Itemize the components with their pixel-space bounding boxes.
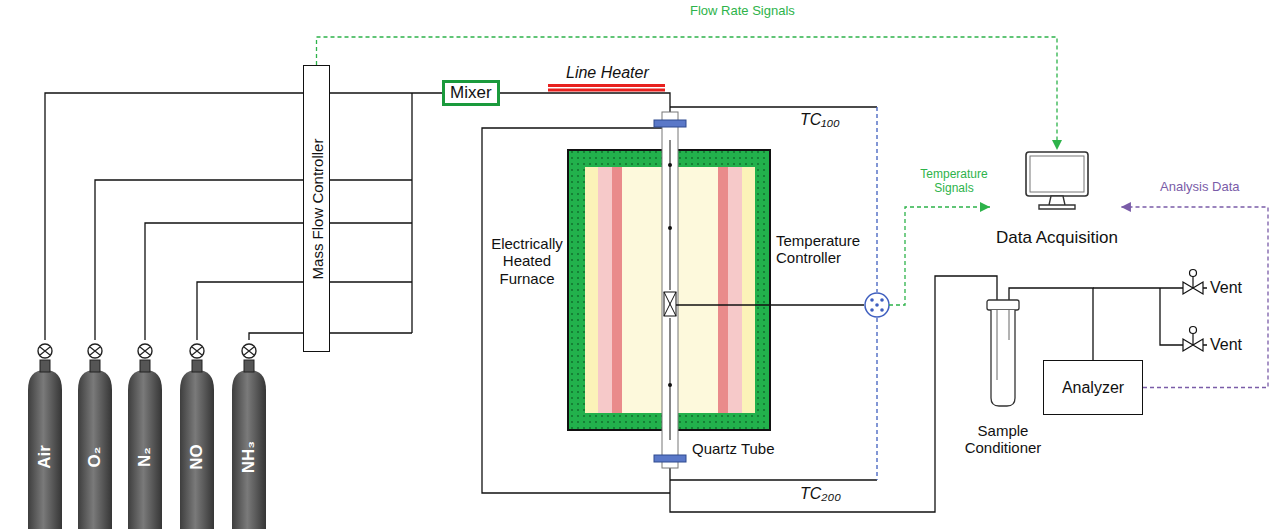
cylinder-shape bbox=[128, 340, 162, 529]
cylinder-body bbox=[78, 370, 112, 529]
mass-flow-controller: Mass Flow Controller bbox=[303, 65, 330, 352]
cylinder-shape bbox=[78, 340, 112, 529]
tube-label: Quartz Tube bbox=[692, 440, 775, 457]
gas-line bbox=[45, 93, 303, 340]
cylinder-valve-mark bbox=[40, 347, 50, 355]
gas-line bbox=[330, 92, 442, 93]
bottle-shape bbox=[983, 300, 1023, 410]
monitor-screen bbox=[1030, 156, 1084, 192]
controller-label: Temperature Controller bbox=[776, 232, 868, 267]
gas-bus-lines bbox=[330, 93, 1207, 512]
cylinder-valve-mark bbox=[140, 347, 150, 355]
cylinder-valve bbox=[138, 344, 152, 358]
cylinder-valve-mark bbox=[192, 347, 202, 355]
gas-name: NO bbox=[187, 444, 207, 470]
node-label: Data Acquisition bbox=[996, 228, 1118, 248]
cylinder-shape bbox=[28, 340, 62, 529]
bottle-body bbox=[991, 310, 1015, 406]
mixer-box: Mixer bbox=[442, 80, 500, 106]
cylinder-shape bbox=[232, 340, 266, 529]
cylinder-valve-mark bbox=[90, 347, 100, 355]
gas-cylinder: NH₃ bbox=[232, 340, 266, 529]
gas-cylinder: Air bbox=[28, 340, 62, 529]
gas-name: O₂ bbox=[85, 447, 105, 468]
vent-label: Vent bbox=[1210, 279, 1242, 297]
heater-label: Line Heater bbox=[566, 64, 649, 82]
furnace-label: Electrically Heated Furnace bbox=[487, 235, 567, 287]
caption-holder: Data Acquisition bbox=[993, 228, 1121, 248]
cylinder-valve bbox=[38, 344, 52, 358]
signal-line bbox=[1121, 207, 1268, 388]
gas-name: NH₃ bbox=[239, 441, 259, 473]
node-label: Mass Flow Controller bbox=[308, 138, 325, 279]
gas-line bbox=[95, 180, 303, 340]
gas-cylinder: O₂ bbox=[78, 340, 112, 529]
cylinder-valve bbox=[190, 344, 204, 358]
node-label: Analyzer bbox=[1062, 379, 1124, 397]
gas-line bbox=[197, 282, 303, 340]
thermocouple-label: TC₂₀₀ bbox=[800, 485, 841, 503]
gas-line bbox=[1009, 288, 1093, 360]
gas-name: Air bbox=[35, 445, 55, 469]
quartz-tube bbox=[654, 112, 864, 468]
cylinder-body bbox=[232, 370, 266, 529]
analyzer-box: Analyzer bbox=[1043, 360, 1143, 415]
cylinder-body bbox=[28, 370, 62, 529]
cylinder-neck bbox=[244, 360, 254, 372]
monitor-frame bbox=[1026, 152, 1088, 196]
cylinder-neck bbox=[140, 360, 150, 372]
temperature-connector bbox=[865, 293, 889, 317]
node-label: Mixer bbox=[450, 83, 492, 103]
cylinder-valve bbox=[242, 344, 256, 358]
gas-cylinder: N₂ bbox=[128, 340, 162, 529]
bottle-tubes bbox=[997, 310, 1009, 380]
cylinder-neck bbox=[192, 360, 202, 372]
vent-valves bbox=[1183, 270, 1203, 352]
signal-label: Flow Rate Signals bbox=[690, 4, 795, 19]
bottle-cap bbox=[987, 300, 1019, 310]
gas-cylinder: NO bbox=[180, 340, 214, 529]
signal-line bbox=[317, 37, 1058, 150]
sample-conditioner: Sample Conditioner bbox=[955, 300, 1051, 475]
monitor-icon bbox=[1025, 150, 1089, 214]
caption-holder: Sample Conditioner bbox=[955, 422, 1051, 457]
node-label: Sample Conditioner bbox=[958, 422, 1048, 457]
temperature-signal-line bbox=[889, 207, 990, 305]
line-heater bbox=[548, 84, 665, 92]
cylinder-neck bbox=[90, 360, 100, 372]
gas-line bbox=[249, 333, 303, 340]
thermocouple-label: TC₁₀₀ bbox=[800, 111, 840, 129]
cylinder-valve bbox=[88, 344, 102, 358]
cylinder-shape bbox=[180, 340, 214, 529]
cylinder-body bbox=[180, 370, 214, 529]
gas-line bbox=[145, 223, 303, 340]
cylinder-valve-mark bbox=[244, 347, 254, 355]
monitor-stand bbox=[1039, 196, 1075, 209]
computer-monitor: Data Acquisition bbox=[993, 150, 1121, 262]
cylinder-neck bbox=[40, 360, 50, 372]
signal-label: Temperature Signals bbox=[910, 168, 998, 196]
cylinder-body bbox=[128, 370, 162, 529]
signal-label: Analysis Data bbox=[1160, 180, 1239, 195]
gas-name: N₂ bbox=[135, 447, 155, 467]
vent-label: Vent bbox=[1210, 336, 1242, 354]
